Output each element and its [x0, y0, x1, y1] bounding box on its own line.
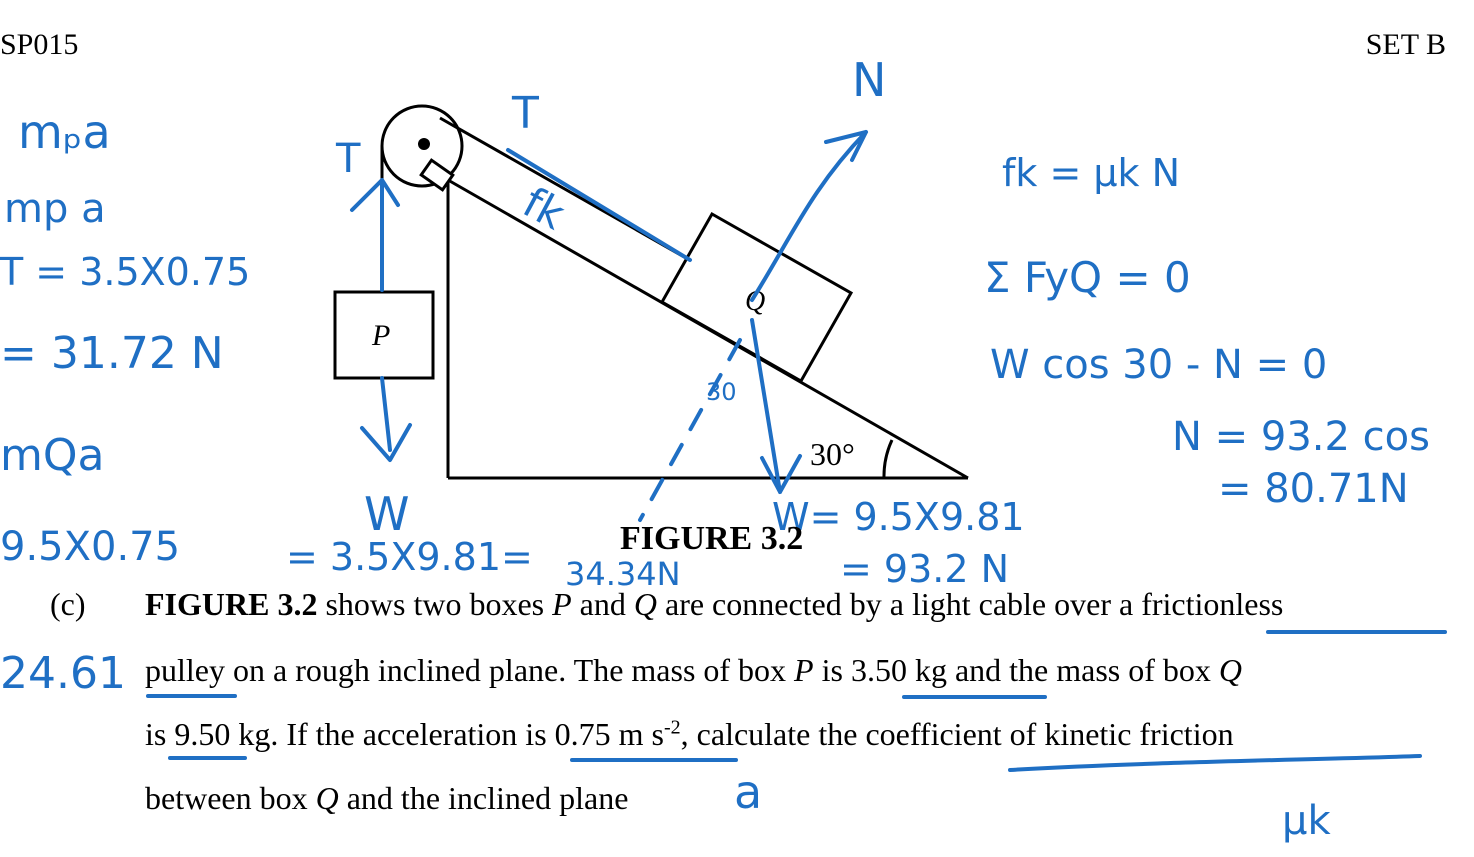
label-weight-p: W [364, 487, 409, 541]
pulley [380, 104, 464, 192]
symbol-p: P [552, 586, 572, 622]
note-normal-eq: W cos 30 - N = 0 [990, 342, 1327, 388]
note-mqa-calc: 9.5X0.75 [0, 524, 180, 570]
note-mpa-2: mp a [4, 186, 106, 232]
note-friction-formula: fk = μk N [1002, 151, 1180, 195]
superscript: -2 [663, 716, 681, 739]
note-sum-forces: Σ FyQ = 0 [984, 253, 1191, 302]
text-span: , calculate the coefficient of kinetic f… [680, 716, 1234, 752]
box-q [659, 211, 854, 384]
box-q-label: Q [745, 286, 765, 317]
header-course-code: SP015 [0, 28, 79, 61]
symbol-q: Q [1218, 652, 1242, 688]
figure-ref: FIGURE 3.2 [145, 586, 318, 622]
note-tension-result: = 31.72 N [0, 328, 224, 379]
text-span: is 9.50 kg. If the acceleration is 0.75 … [145, 716, 664, 752]
symbol-q: Q [315, 780, 339, 816]
note-weight-q-calc: W= 9.5X9.81 [772, 495, 1025, 539]
note-mpa: mₚa [18, 105, 111, 159]
symbol-q: Q [633, 586, 657, 622]
question-line-2: pulley on a rough inclined plane. The ma… [145, 652, 1242, 689]
note-weight-q-result: = 93.2 N [840, 547, 1009, 591]
text-span: pulley on a rough inclined plane. The ma… [145, 652, 795, 688]
label-friction: fk [515, 178, 573, 240]
angle-arc [882, 439, 894, 479]
note-normal-result: = 80.71N [1218, 466, 1409, 512]
note-mqa: mQa [0, 430, 104, 481]
label-tension-right: T [511, 88, 539, 139]
text-span: between box [145, 780, 316, 816]
box-p-label: P [371, 319, 390, 352]
text-span: and [571, 586, 634, 622]
question-line-1: FIGURE 3.2 shows two boxes P and Q are c… [145, 586, 1283, 623]
note-mu-symbol: μk [1282, 798, 1331, 844]
text-span: are connected by a light cable over a fr… [656, 586, 1284, 622]
question-label: (c) [50, 586, 86, 622]
text-span: and the inclined plane [338, 780, 629, 816]
text-span: is 3.50 kg and the mass of box [813, 652, 1219, 688]
angle-label: 30° [810, 436, 855, 472]
note-tension-calc: T = 3.5X0.75 [0, 250, 250, 294]
symbol-p: P [794, 652, 814, 688]
text-span: shows two boxes [317, 586, 553, 622]
note-weight-p-result: 34.34N [565, 555, 681, 593]
header-set: SET B [1365, 28, 1446, 61]
question-line-3: is 9.50 kg. If the acceleration is 0.75 … [145, 716, 1234, 753]
note-angle: 30 [706, 378, 737, 406]
question-line-4: between box Q and the inclined plane [145, 780, 628, 817]
note-mqa-result: 24.61 [0, 648, 126, 699]
figure-caption: FIGURE 3.2 [620, 520, 804, 557]
label-normal: N [852, 53, 886, 107]
note-accel-symbol: a [734, 765, 762, 819]
note-weight-p-calc: = 3.5X9.81= [286, 535, 533, 579]
note-normal-calc: N = 93.2 cos [1172, 414, 1430, 460]
label-tension-left: T [335, 136, 361, 182]
